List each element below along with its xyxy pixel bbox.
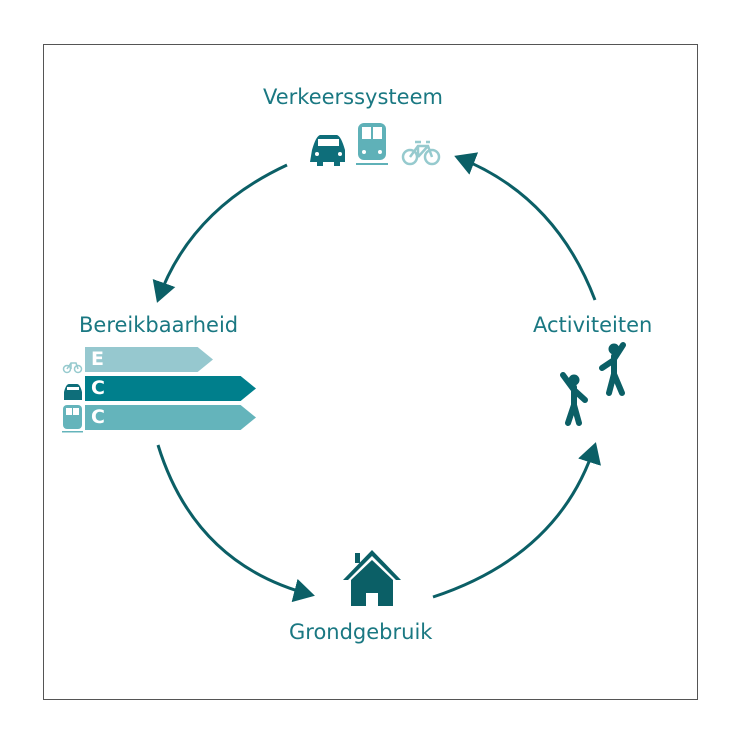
node-label-verkeerssysteem: Verkeerssysteem — [263, 85, 443, 109]
car-icon — [310, 135, 345, 166]
train-icon — [356, 123, 388, 165]
people-icon — [560, 342, 626, 426]
train-small-icon — [62, 405, 83, 433]
bicycle-icon — [401, 140, 441, 166]
bike-small-icon — [62, 362, 83, 374]
node-label-activiteiten: Activiteiten — [533, 313, 653, 337]
node-label-bereikbaarheid: Bereikbaarheid — [79, 313, 239, 337]
arrow-bottom-to-right — [432, 442, 601, 599]
rating-label-bike: E — [91, 348, 104, 370]
rating-bar-bike: E — [85, 347, 213, 372]
arrow-top-to-left — [152, 163, 288, 303]
rating-bar-train: C — [85, 405, 256, 430]
rating-bar-car: C — [85, 376, 256, 401]
house-icon — [343, 550, 401, 606]
node-label-grondgebruik: Grondgebruik — [289, 620, 433, 644]
rating-label-car: C — [91, 377, 105, 399]
car-small-icon — [64, 384, 82, 400]
arrow-left-to-bottom — [156, 444, 315, 603]
rating-label-train: C — [91, 406, 105, 428]
diagram-frame — [43, 44, 698, 700]
arrow-right-to-top — [454, 152, 597, 301]
